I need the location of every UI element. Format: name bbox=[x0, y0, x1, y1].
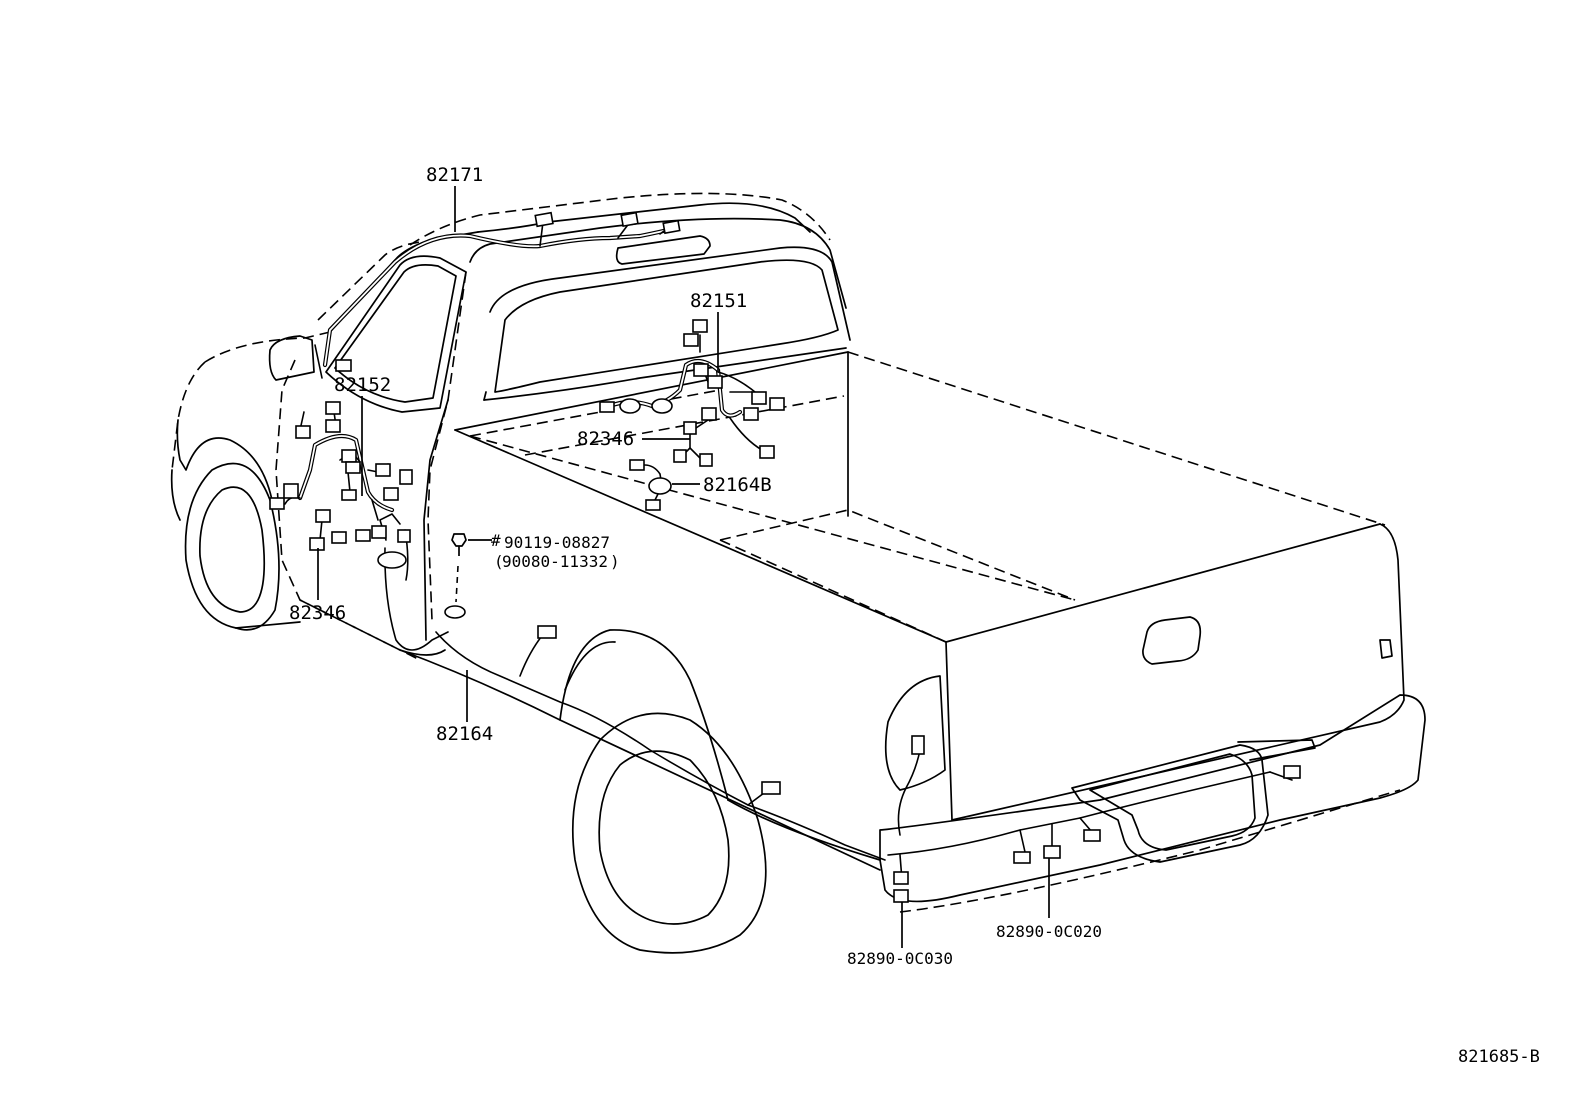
callout-labels: 82171 82151 82152 82346 82164B # 90119-0… bbox=[289, 164, 1540, 1067]
callout-connector-lower: 82346 bbox=[289, 602, 346, 624]
callout-frame-wire: 82164 bbox=[436, 723, 493, 745]
connectors bbox=[269, 211, 1301, 903]
callout-rear-harness-right: 82890-0C020 bbox=[996, 922, 1102, 941]
truck-body bbox=[170, 192, 1426, 954]
callout-bolt-part: 90119-08827 bbox=[504, 533, 610, 552]
callout-roof-harness: 82171 bbox=[426, 164, 483, 186]
callout-back-panel-harness: 82151 bbox=[690, 290, 747, 312]
bolt-alt-paren-close: ) bbox=[610, 552, 620, 571]
bolt-mark: # bbox=[491, 531, 501, 550]
callout-rear-harness-left: 82890-0C030 bbox=[847, 949, 953, 968]
bolt-icon bbox=[444, 533, 467, 619]
callout-cowl-harness: 82152 bbox=[334, 374, 391, 396]
leader-lines bbox=[317, 186, 1050, 948]
callout-connector-upper: 82346 bbox=[577, 428, 634, 450]
callout-bed-wire-b: 82164B bbox=[703, 474, 772, 496]
bolt-alt-paren-open: ( bbox=[494, 552, 504, 571]
callout-bolt-alt-part: 90080-11332 bbox=[502, 552, 608, 571]
wire-harnesses bbox=[284, 221, 1293, 881]
reference-code: 821685-B bbox=[1458, 1047, 1540, 1067]
